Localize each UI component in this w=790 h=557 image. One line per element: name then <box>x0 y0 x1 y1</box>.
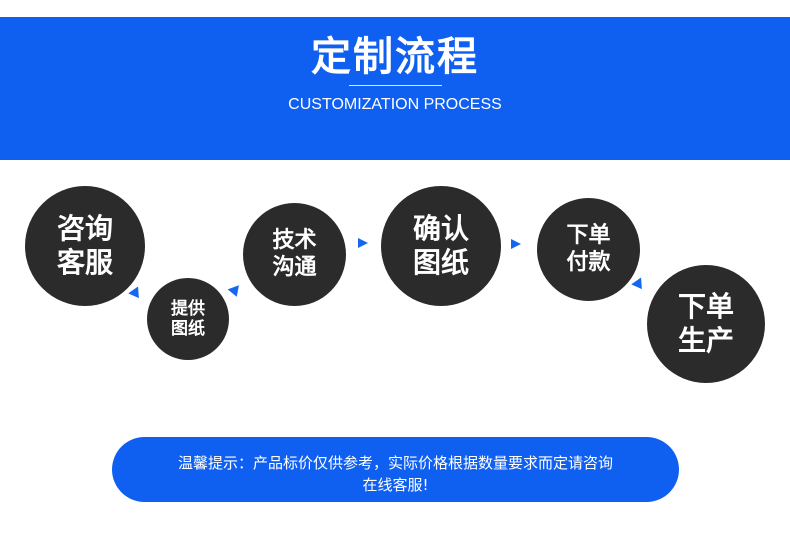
flow-arrow-icon <box>227 285 243 299</box>
notice-text-line2: 在线客服! <box>362 476 429 494</box>
page-subtitle: CUSTOMIZATION PROCESS <box>288 96 502 113</box>
step-label-line1: 下单 <box>566 223 611 249</box>
step-label-line2: 付款 <box>566 249 611 275</box>
step-label-line1: 技术 <box>272 228 317 254</box>
flow-arrow-icon <box>511 239 521 249</box>
flow-arrow-icon <box>358 238 368 248</box>
step-confirm-drawing: 确认 图纸 <box>381 186 501 306</box>
step-label-line2: 生产 <box>677 324 734 357</box>
notice-banner: 温馨提示：产品标价仅供参考，实际价格根据数量要求而定请咨询 在线客服! <box>112 437 679 502</box>
step-order-payment: 下单 付款 <box>537 198 640 301</box>
flow-arrow-icon <box>631 277 647 293</box>
step-consult-service: 咨询 客服 <box>25 186 145 306</box>
step-label-line2: 客服 <box>56 246 113 279</box>
step-label-line1: 提供 <box>171 298 205 319</box>
step-order-production: 下单 生产 <box>647 265 765 383</box>
flow-arrow-icon <box>128 286 144 302</box>
step-label-line1: 咨询 <box>56 212 113 246</box>
page-title: 定制流程 <box>311 34 479 80</box>
notice-text-line1: 温馨提示：产品标价仅供参考，实际价格根据数量要求而定请咨询 <box>177 454 613 472</box>
step-label-line2: 沟通 <box>272 254 317 280</box>
step-label-line1: 下单 <box>677 290 734 324</box>
title-divider <box>349 85 442 86</box>
header-banner <box>0 17 790 160</box>
step-technical-communication: 技术 沟通 <box>243 203 346 306</box>
step-label-line1: 确认 <box>412 212 469 246</box>
step-label-line2: 图纸 <box>171 319 205 339</box>
step-label-line2: 图纸 <box>412 246 469 279</box>
step-provide-drawing: 提供 图纸 <box>147 278 229 360</box>
